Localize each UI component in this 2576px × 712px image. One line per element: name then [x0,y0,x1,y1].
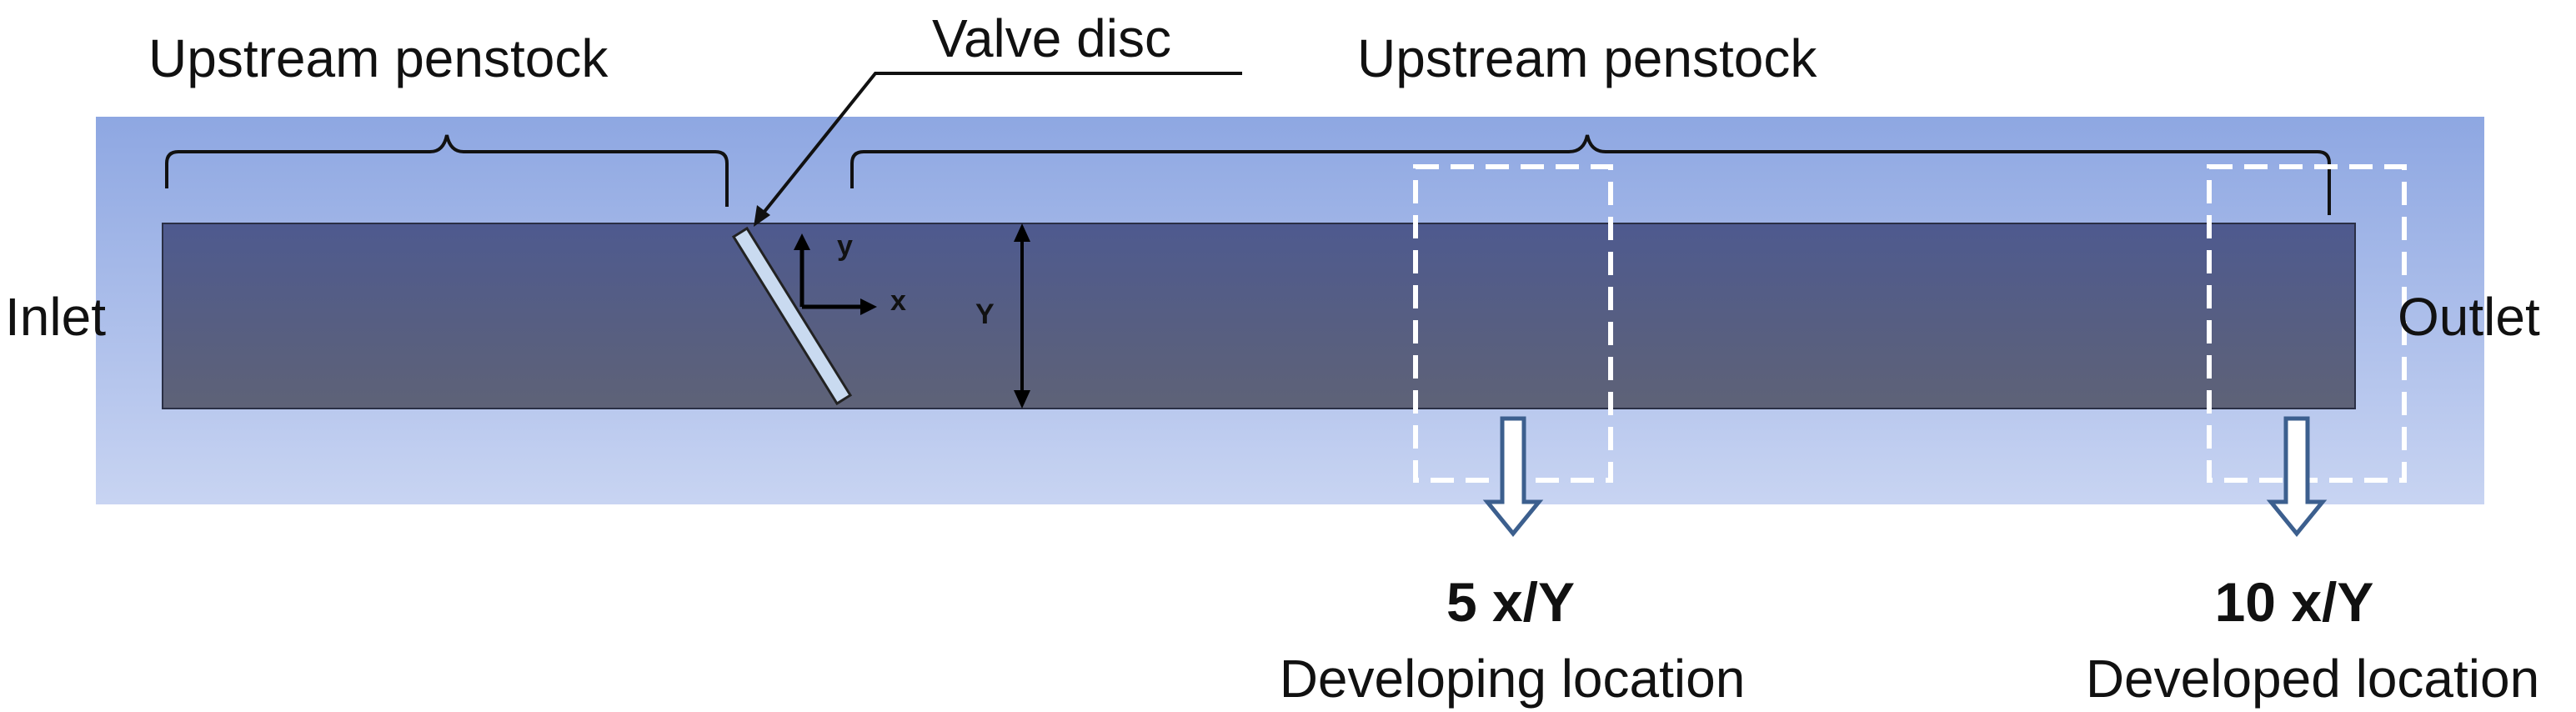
upstream-penstock-left-label: Upstream penstock [148,28,609,88]
valve-disc-label: Valve disc [932,8,1171,68]
brace-upstream-right [850,134,2331,215]
location-developing-value: 5 x/Y [1446,571,1575,633]
outlet-label: Outlet [2398,287,2540,347]
location-developing-description: Developing location [1280,649,1746,709]
valve-disc-leader-arrowhead [754,205,770,227]
axis-x-label: x [890,285,906,317]
down-arrow-developing [1482,416,1544,537]
location-developed-description: Developed location [2086,649,2539,709]
coordinate-axes [794,233,877,315]
penstock-pipe [162,223,2356,409]
valve-disc-leader [759,72,1242,218]
upstream-penstock-right-label: Upstream penstock [1357,28,1817,88]
height-dimension-arrow [1014,223,1030,409]
inlet-label: Inlet [5,287,106,347]
valve-disc [731,226,853,406]
height-label: Y [975,298,995,330]
axis-y-label: y [837,230,853,262]
down-arrow-developed [2266,416,2328,537]
location-developed-value: 10 x/Y [2215,571,2374,633]
brace-upstream-left [165,134,729,207]
